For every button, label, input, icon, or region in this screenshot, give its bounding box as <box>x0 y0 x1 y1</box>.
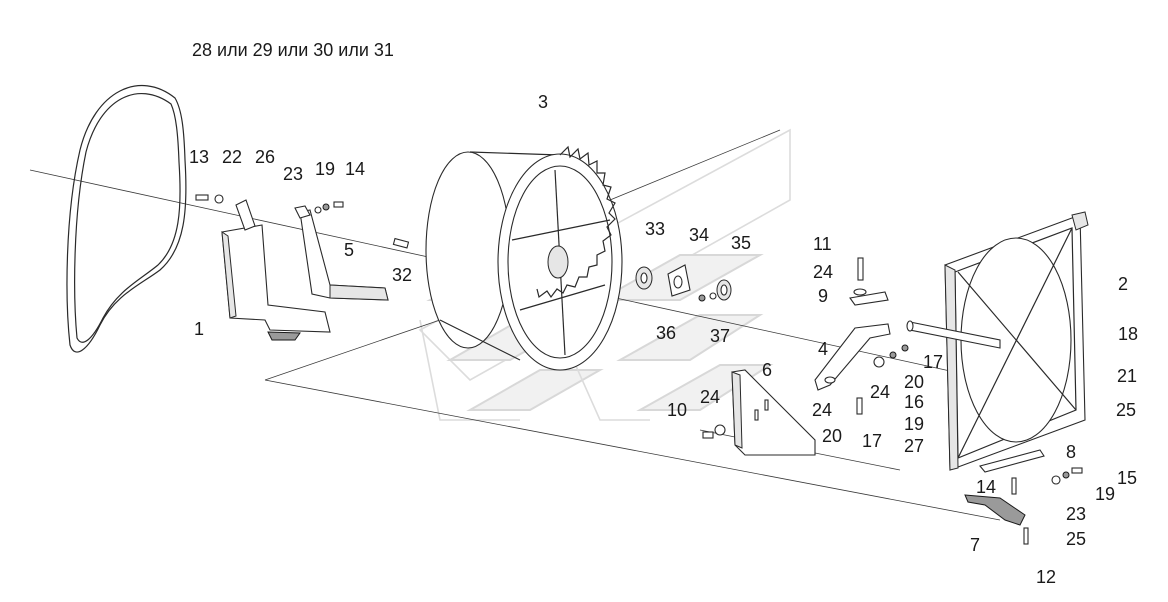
label-part-24-lower: 24 <box>812 400 832 420</box>
label-part-3: 3 <box>538 92 548 112</box>
label-part-36: 36 <box>656 323 676 343</box>
label-part-5: 5 <box>344 240 354 260</box>
label-part-18: 18 <box>1118 324 1138 344</box>
label-part-26: 26 <box>255 147 275 167</box>
label-part-12: 12 <box>1036 567 1056 587</box>
label-part-17-lower: 17 <box>862 431 882 451</box>
callout-labels: 28 или 29 или 30 или 31 3 13 22 26 23 19… <box>189 40 1138 587</box>
label-part-24-mid: 24 <box>870 382 890 402</box>
bracket-part-5 <box>294 205 389 301</box>
label-part-24-left: 24 <box>700 387 720 407</box>
label-part-15: 15 <box>1117 468 1137 488</box>
label-part-19-upper: 19 <box>315 159 335 179</box>
label-part-24-upper: 24 <box>813 262 833 282</box>
label-part-20-lower: 20 <box>822 426 842 446</box>
label-part-13: 13 <box>189 147 209 167</box>
lower-brackets-parts-7-8 <box>964 449 1083 545</box>
label-part-9: 9 <box>818 286 828 306</box>
label-part-21: 21 <box>1117 366 1137 386</box>
tension-arm-part-4 <box>814 257 909 415</box>
label-part-27: 27 <box>904 436 924 456</box>
label-part-37: 37 <box>710 326 730 346</box>
label-part-32: 32 <box>392 265 412 285</box>
label-part-35: 35 <box>731 233 751 253</box>
label-part-25-upper: 25 <box>1116 400 1136 420</box>
label-part-11: 11 <box>813 234 832 254</box>
fan-drum-part-3 <box>425 129 781 371</box>
bracket-part-1 <box>221 199 331 341</box>
label-part-23-upper: 23 <box>283 164 303 184</box>
label-part-14-lower: 14 <box>976 477 996 497</box>
label-part-19-mid: 19 <box>904 414 924 434</box>
label-belt: 28 или 29 или 30 или 31 <box>192 40 394 60</box>
label-part-10: 10 <box>667 400 687 420</box>
bearing-parts-33-37 <box>635 264 732 302</box>
label-part-6: 6 <box>762 360 772 380</box>
label-part-25-lower: 25 <box>1066 529 1086 549</box>
label-part-23-lower: 23 <box>1066 504 1086 524</box>
label-part-22: 22 <box>222 147 242 167</box>
label-part-16: 16 <box>904 392 924 412</box>
label-part-2: 2 <box>1118 274 1128 294</box>
label-part-4: 4 <box>818 339 828 359</box>
label-part-33: 33 <box>645 219 665 239</box>
label-part-7: 7 <box>970 535 980 555</box>
label-part-17-upper: 17 <box>923 352 943 372</box>
drive-belt <box>66 84 187 353</box>
label-part-19-lower: 19 <box>1095 484 1115 504</box>
label-part-14-upper: 14 <box>345 159 365 179</box>
label-part-1: 1 <box>194 319 204 339</box>
frame-part-2 <box>906 211 1089 471</box>
label-part-8: 8 <box>1066 442 1076 462</box>
plate-part-6 <box>702 369 816 456</box>
fasteners-left <box>195 194 410 249</box>
label-part-20-upper: 20 <box>904 372 924 392</box>
label-part-34: 34 <box>689 225 709 245</box>
